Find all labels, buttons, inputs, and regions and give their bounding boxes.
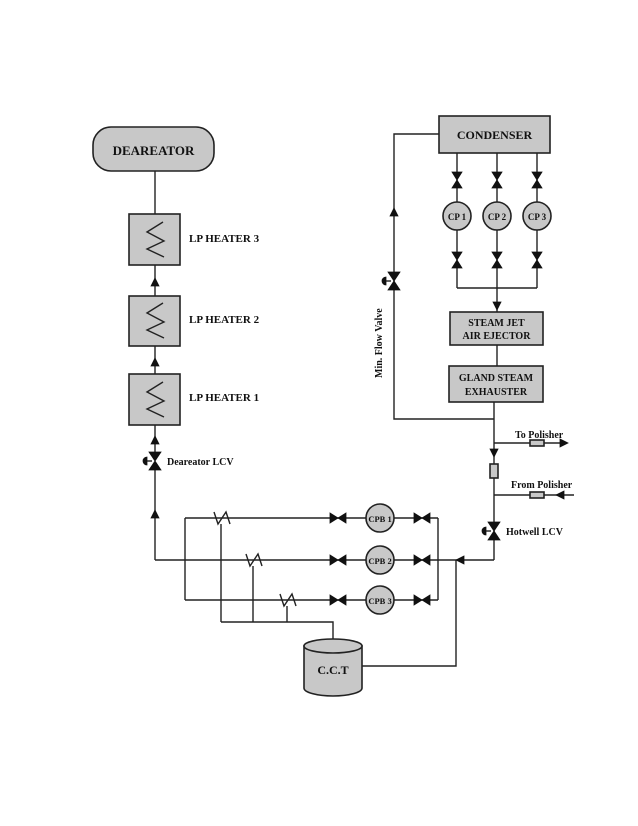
cpb2-valves <box>329 554 431 566</box>
gland-label-line1: GLAND STEAM <box>459 373 534 384</box>
cp-discharge-valves <box>451 251 543 269</box>
deareator-label: DEAREATOR <box>113 143 195 158</box>
from-polisher-filter <box>529 491 545 499</box>
steam-jet-label-line1: STEAM JET <box>468 318 525 329</box>
cpb3-pump: CPB 3 <box>365 585 395 615</box>
hotwell-lcv-label: Hotwell LCV <box>506 527 564 538</box>
cp3-pump: CP 3 <box>522 201 552 231</box>
flow-arrow-to-sje <box>492 301 502 311</box>
flow-arrow-to-polisher <box>559 438 569 448</box>
to-polisher-label: To Polisher <box>515 430 564 441</box>
cpb-check-valves <box>213 510 297 608</box>
cp2-pump: CP 2 <box>482 201 512 231</box>
to-polisher-filter <box>529 439 545 447</box>
min-flow-valve <box>381 271 401 291</box>
cpb1-pump: CPB 1 <box>365 503 395 533</box>
cpb2-label: CPB 2 <box>368 556 391 566</box>
steam-jet-label-line2: AIR EJECTOR <box>463 331 532 342</box>
min-flow-valve-label: Min. Flow Valve <box>374 308 385 378</box>
flow-arrow-min-flow <box>389 207 399 217</box>
deareator-lcv-valve: Deareator LCV <box>142 451 234 471</box>
lp-heater-2: LP HEATER 2 <box>128 295 260 347</box>
flow-arrow-h2-h3 <box>150 277 160 287</box>
cct-tank: C.C.T <box>303 638 363 697</box>
flow-arrow-right-line <box>489 448 499 458</box>
cpb2-pump: CPB 2 <box>365 545 395 575</box>
lp-heater-1: LP HEATER 1 <box>128 373 259 426</box>
cp1-label: CP 1 <box>448 212 467 222</box>
cp3-label: CP 3 <box>528 212 547 222</box>
lp-heater-3-label: LP HEATER 3 <box>189 233 260 245</box>
cp2-label: CP 2 <box>488 212 507 222</box>
cct-return-line <box>362 560 457 667</box>
cp-suction-valves <box>451 171 543 189</box>
right-line-orifice <box>489 463 499 479</box>
steam-jet-air-ejector: STEAM JET AIR EJECTOR <box>449 311 544 346</box>
gland-steam-exhauster: GLAND STEAM EXHAUSTER <box>448 365 544 403</box>
cpb1-valves <box>329 512 431 524</box>
lp-heater-3: LP HEATER 3 <box>128 213 260 266</box>
cpb1-label: CPB 1 <box>368 514 391 524</box>
flow-arrow-lcv-h1 <box>150 435 160 445</box>
flow-arrow-bottom-left <box>150 509 160 519</box>
condenser: CONDENSER <box>438 115 551 154</box>
cp1-pump: CP 1 <box>442 201 472 231</box>
cpb3-valves <box>329 594 431 606</box>
flow-arrow-header <box>455 555 465 565</box>
lp-heater-1-label: LP HEATER 1 <box>189 392 259 404</box>
flow-arrow-from-polisher <box>555 490 565 500</box>
hotwell-lcv-valve: Hotwell LCV <box>481 521 564 541</box>
from-polisher-label: From Polisher <box>511 480 573 491</box>
gland-label-line2: EXHAUSTER <box>465 387 528 398</box>
condenser-label: CONDENSER <box>457 128 533 142</box>
deareator-tank: DEAREATOR <box>92 126 215 172</box>
cct-label: C.C.T <box>317 663 348 677</box>
lp-heater-2-label: LP HEATER 2 <box>189 314 260 326</box>
flow-arrow-h1-h2 <box>150 357 160 367</box>
cpb3-label: CPB 3 <box>368 596 391 606</box>
deareator-lcv-label: Deareator LCV <box>167 457 234 468</box>
